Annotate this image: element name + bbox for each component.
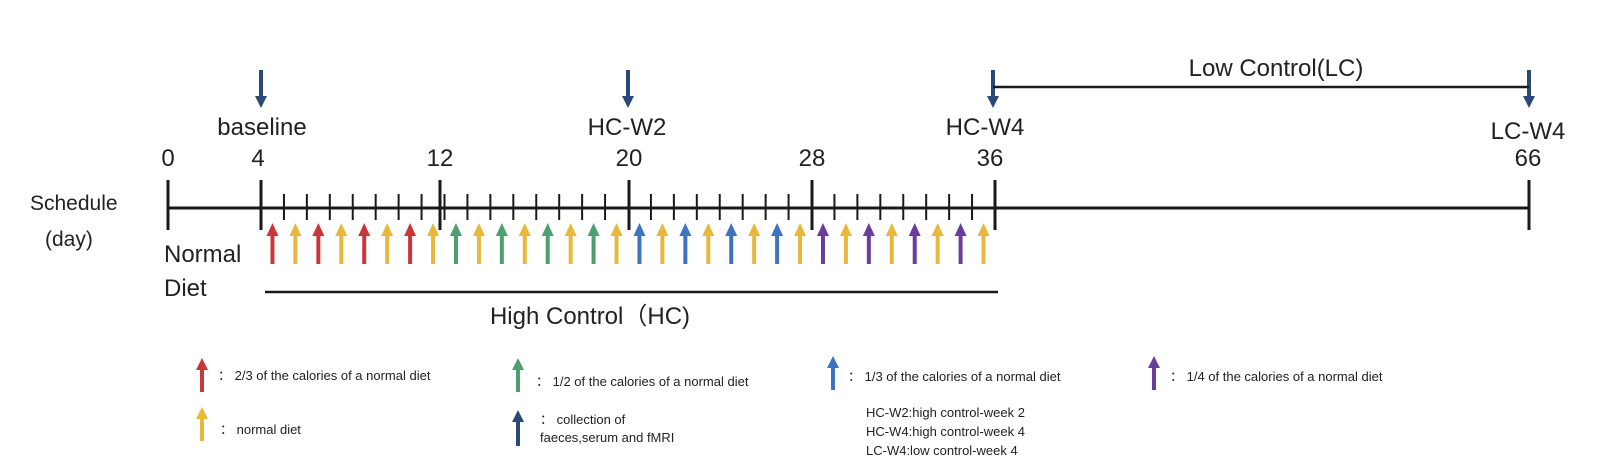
yellow-diet-arrow-icon xyxy=(427,223,440,264)
yellow-diet-arrow-icon xyxy=(381,223,394,264)
yellow-diet-arrow-icon xyxy=(885,223,898,264)
day-tick-66: 66 xyxy=(1515,145,1542,172)
minor-ticks xyxy=(282,194,974,220)
collection-arrow-hc-w2 xyxy=(622,70,634,108)
abbrev-lc-w4: LC-W4:low control-week 4 xyxy=(866,443,1018,458)
purple-diet-arrow-icon xyxy=(954,223,967,264)
blue-diet-arrow-icon xyxy=(771,223,784,264)
legend: ： 2/3 of the calories of a normal diet ：… xyxy=(196,356,1383,458)
purple-diet-arrow-icon xyxy=(816,223,829,264)
legend-green-arrow-icon xyxy=(512,358,524,392)
yellow-diet-arrow-icon xyxy=(748,223,761,264)
legend-red-text: ： 2/3 of the calories of a normal diet xyxy=(218,368,431,383)
day-tick-0: 0 xyxy=(161,145,174,172)
legend-green-text: ： 1/2 of the calories of a normal diet xyxy=(536,374,749,389)
yellow-diet-arrow-icon xyxy=(610,223,623,264)
legend-yellow-text: ： normal diet xyxy=(220,422,301,437)
yellow-diet-arrow-icon xyxy=(335,223,348,264)
yellow-diet-arrow-icon xyxy=(518,223,531,264)
legend-purple-text: ： 1/4 of the calories of a normal diet xyxy=(1170,369,1383,384)
yellow-diet-arrow-icon xyxy=(289,223,302,264)
day-tick-28: 28 xyxy=(799,145,826,172)
day-tick-20: 20 xyxy=(616,145,643,172)
legend-red-arrow-icon xyxy=(196,358,208,392)
abbrev-hc-w2: HC-W2:high control-week 2 xyxy=(866,405,1025,420)
red-diet-arrow-icon xyxy=(404,223,417,264)
red-diet-arrow-icon xyxy=(358,223,371,264)
day-tick-4: 4 xyxy=(251,145,264,172)
blue-diet-arrow-icon xyxy=(725,223,738,264)
milestone-baseline: baseline xyxy=(217,114,306,141)
yellow-diet-arrow-icon xyxy=(839,223,852,264)
normal-diet-label: Normal xyxy=(164,241,241,268)
legend-blue-arrow-icon xyxy=(827,356,839,390)
diet-arrows xyxy=(266,223,990,264)
green-diet-arrow-icon xyxy=(495,223,508,264)
green-diet-arrow-icon xyxy=(541,223,554,264)
yellow-diet-arrow-icon xyxy=(977,223,990,264)
legend-navy-text-line2: faeces,serum and fMRI xyxy=(540,430,674,445)
blue-diet-arrow-icon xyxy=(679,223,692,264)
yellow-diet-arrow-icon xyxy=(794,223,807,264)
collection-arrow-lc-w4 xyxy=(1523,70,1535,108)
day-tick-12: 12 xyxy=(427,145,454,172)
yellow-diet-arrow-icon xyxy=(564,223,577,264)
red-diet-arrow-icon xyxy=(312,223,325,264)
green-diet-arrow-icon xyxy=(587,223,600,264)
yellow-diet-arrow-icon xyxy=(702,223,715,264)
purple-diet-arrow-icon xyxy=(862,223,875,264)
low-control-label: Low Control(LC) xyxy=(1189,55,1364,82)
legend-navy-arrow-icon xyxy=(512,410,524,446)
legend-blue-text: ： 1/3 of the calories of a normal diet xyxy=(848,369,1061,384)
major-ticks xyxy=(166,180,1531,230)
high-control-label: High Control（HC) xyxy=(490,303,690,330)
yellow-diet-arrow-icon xyxy=(472,223,485,264)
day-label: (day) xyxy=(45,228,93,251)
milestone-hc-w2: HC-W2 xyxy=(588,114,667,141)
yellow-diet-arrow-icon xyxy=(931,223,944,264)
legend-purple-arrow-icon xyxy=(1148,356,1160,390)
purple-diet-arrow-icon xyxy=(908,223,921,264)
diet-label: Diet xyxy=(164,275,207,302)
collection-arrow-hc-w4 xyxy=(987,70,999,108)
blue-diet-arrow-icon xyxy=(633,223,646,264)
abbrev-hc-w4: HC-W4:high control-week 4 xyxy=(866,424,1025,439)
yellow-diet-arrow-icon xyxy=(656,223,669,264)
schedule-label: Schedule xyxy=(30,192,118,215)
day-tick-36: 36 xyxy=(977,145,1004,172)
milestone-hc-w4: HC-W4 xyxy=(946,114,1025,141)
green-diet-arrow-icon xyxy=(449,223,462,264)
milestone-lc-w4: LC-W4 xyxy=(1491,118,1566,145)
legend-navy-text-line1: ： collection of xyxy=(540,412,626,427)
collection-arrow-baseline xyxy=(255,70,267,108)
red-diet-arrow-icon xyxy=(266,223,279,264)
legend-yellow-arrow-icon xyxy=(196,407,208,441)
